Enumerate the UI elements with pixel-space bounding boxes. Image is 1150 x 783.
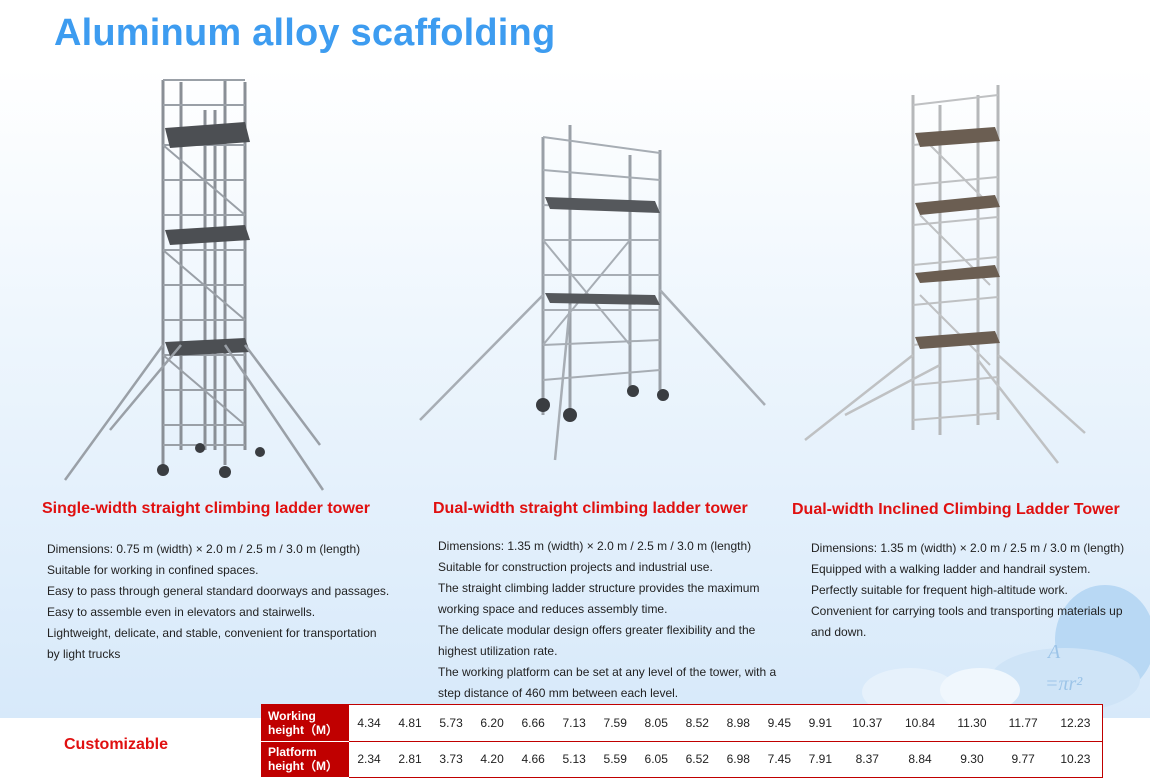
table-cell: 2.81 [398,752,422,767]
table-cell: 7.13 [553,704,595,742]
table-cell: 5.73 [430,704,472,742]
description-line: Perfectly suitable for frequent high-alt… [811,583,1068,597]
table-cell: 10.37 [840,704,894,742]
table-cell: 5.59 [603,752,627,767]
table-cell: 7.91 [808,752,833,767]
single-width-tower-image [63,79,325,491]
table-cell: 6.20 [471,704,513,742]
customizable-label: Customizable [64,736,169,753]
description-line: Convenient for carrying tools and transp… [811,604,1123,639]
table-cell: 6.66 [512,704,554,742]
table-cell: 12.23 [1048,704,1103,742]
description-line: Dimensions: 0.75 m (width) × 2.0 m / 2.5… [47,542,361,556]
table-row: Platform height（M） 2.34 2.81 3.73 4.20 4… [261,741,1103,778]
table-cell: 4.66 [521,752,545,767]
description-dual-width-inclined: Dimensions: 1.35 m (width) × 2.0 m / 2.5… [811,538,1126,643]
cloud-decoration: A =πr² [862,585,1150,715]
description-line: Suitable for working in confined spaces. [47,563,259,577]
table-cell: 10.84 [893,704,947,742]
table-cell: 2.34 [357,752,381,767]
table-cell: 6.98 [726,752,750,767]
table-cell: 8.52 [676,704,718,742]
table-cell: 7.59 [594,704,636,742]
table-cell: 4.34 [348,704,390,742]
description-line: Dimensions: 1.35 m (width) × 2.0 m / 2.5… [811,541,1125,555]
table-cell: 9.45 [758,704,800,742]
description-line: Suitable for construction projects and i… [438,560,713,574]
description-single-width: Dimensions: 0.75 m (width) × 2.0 m / 2.5… [47,539,392,665]
product-title-dual-width-inclined: Dual-width Inclined Climbing Ladder Towe… [792,501,1120,518]
description-dual-width-straight: Dimensions: 1.35 m (width) × 2.0 m / 2.5… [438,536,790,704]
dual-width-straight-tower-image [419,125,766,461]
row-header-platform-height: Platform height（M） [261,741,349,778]
table-cell: 11.77 [997,704,1049,742]
table-cell: 8.84 [908,752,932,767]
description-line: Equipped with a walking ladder and handr… [811,562,1091,576]
table-row: Working height（M） 4.34 4.81 5.73 6.20 6.… [261,704,1103,742]
table-cell: 6.05 [644,752,668,767]
table-cell: 8.37 [855,752,879,767]
formula-pi-text: =πr² [1045,673,1083,695]
description-line: The delicate modular design offers great… [438,623,756,658]
table-cell: 3.73 [439,752,463,767]
table-cell: 10.23 [1060,752,1091,767]
description-line: Easy to assemble even in elevators and s… [47,605,316,619]
description-line: Lightweight, delicate, and stable, conve… [47,626,377,661]
table-cell: 8.05 [635,704,677,742]
product-title-single-width: Single-width straight climbing ladder to… [42,500,371,517]
height-spec-table: Working height（M） 4.34 4.81 5.73 6.20 6.… [261,704,1103,778]
formula-a-text: A [1046,641,1061,663]
table-cell: 6.52 [685,752,709,767]
table-cell: 4.81 [389,704,431,742]
table-cell: 7.45 [767,752,791,767]
description-line: Dimensions: 1.35 m (width) × 2.0 m / 2.5… [438,539,752,553]
product-title-dual-width-straight: Dual-width straight climbing ladder towe… [433,500,748,517]
row-header-working-height: Working height（M） [261,704,349,742]
table-cell: 9.30 [960,752,984,767]
table-cell: 4.20 [480,752,504,767]
description-line: The working platform can be set at any l… [438,665,777,700]
table-cell: 9.77 [1011,752,1035,767]
table-cell: 8.98 [717,704,759,742]
table-cell: 11.30 [946,704,998,742]
description-line: The straight climbing ladder structure p… [438,581,760,616]
page-title: Aluminum alloy scaffolding [54,12,556,54]
description-line: Easy to pass through general standard do… [47,584,390,598]
table-cell: 9.91 [799,704,841,742]
dual-width-inclined-tower-image [804,85,1086,464]
table-cell: 5.13 [562,752,586,767]
